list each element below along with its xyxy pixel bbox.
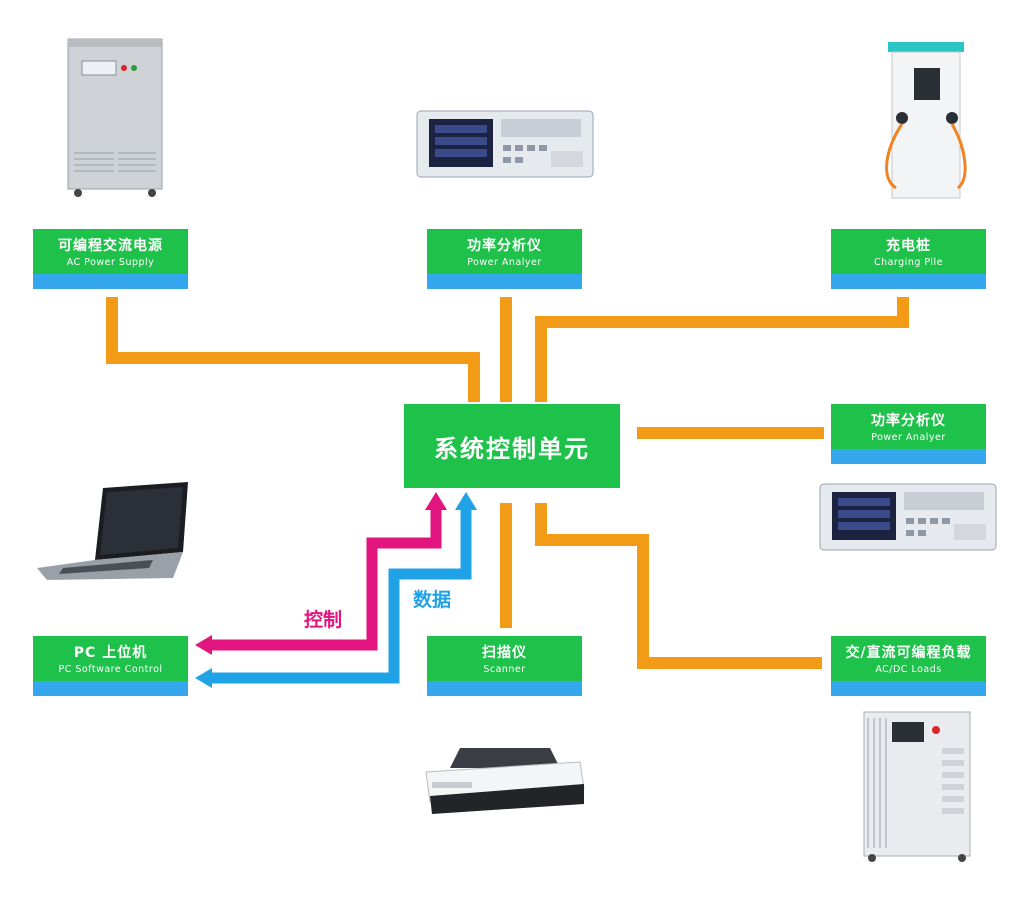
box-stripe — [427, 681, 582, 696]
box-stripe — [33, 681, 188, 696]
arrowhead-data-up — [455, 492, 477, 510]
box-charging-pile: 充电桩 Charging Pile — [831, 229, 986, 289]
box-stripe — [427, 274, 582, 289]
arrowhead-control-up — [425, 492, 447, 510]
ac-dc-loads-image — [863, 711, 971, 862]
system-control-unit-label: 系统控制单元 — [434, 434, 590, 463]
box-en-label: PC Software Control — [58, 664, 163, 675]
box-stripe — [33, 274, 188, 289]
arrowhead-data-left — [195, 668, 212, 688]
power-analyzer-top-image — [416, 110, 594, 178]
box-en-label: AC/DC Loads — [875, 664, 942, 675]
box-ac-power-supply: 可编程交流电源 AC Power Supply — [33, 229, 188, 289]
box-cn-label: PC 上位机 — [73, 645, 148, 661]
box-cn-label: 功率分析仪 — [467, 238, 542, 254]
ac-power-supply-image — [67, 38, 163, 197]
box-cn-label: 交/直流可编程负载 — [845, 645, 972, 661]
box-cn-label: 可编程交流电源 — [58, 238, 163, 254]
box-en-label: Charging Pile — [873, 257, 944, 268]
laptop-image — [37, 482, 188, 580]
box-scanner: 扫描仪 Scanner — [427, 636, 582, 696]
box-en-label: Power Analyer — [467, 257, 542, 268]
box-cn-label: 充电桩 — [886, 238, 931, 254]
data-label: 数据 — [413, 589, 452, 611]
scanner-image — [425, 748, 585, 814]
box-pc: PC 上位机 PC Software Control — [33, 636, 188, 696]
box-power-analyzer-right: 功率分析仪 Power Analyer — [831, 404, 986, 464]
link-ac-dc-loads — [535, 503, 822, 669]
link-control-magenta — [210, 503, 442, 651]
system-control-unit: 系统控制单元 — [404, 404, 620, 488]
box-stripe — [831, 449, 986, 464]
box-cn-label: 功率分析仪 — [871, 413, 946, 429]
box-en-label: Scanner — [483, 664, 526, 675]
box-cn-label: 扫描仪 — [482, 645, 527, 661]
box-en-label: Power Analyer — [871, 432, 946, 443]
box-en-label: AC Power Supply — [66, 257, 155, 268]
link-ac-power-supply — [106, 297, 480, 402]
box-stripe — [831, 681, 986, 696]
control-label: 控制 — [304, 609, 343, 631]
box-stripe — [831, 274, 986, 289]
link-data-cyan — [210, 503, 472, 684]
link-charging-pile — [535, 297, 909, 402]
charging-pile-image — [885, 42, 967, 199]
arrowhead-control-left — [195, 635, 212, 655]
box-power-analyzer-top: 功率分析仪 Power Analyer — [427, 229, 582, 289]
box-ac-dc-loads: 交/直流可编程负载 AC/DC Loads — [831, 636, 986, 696]
power-analyzer-right-image — [819, 483, 997, 551]
